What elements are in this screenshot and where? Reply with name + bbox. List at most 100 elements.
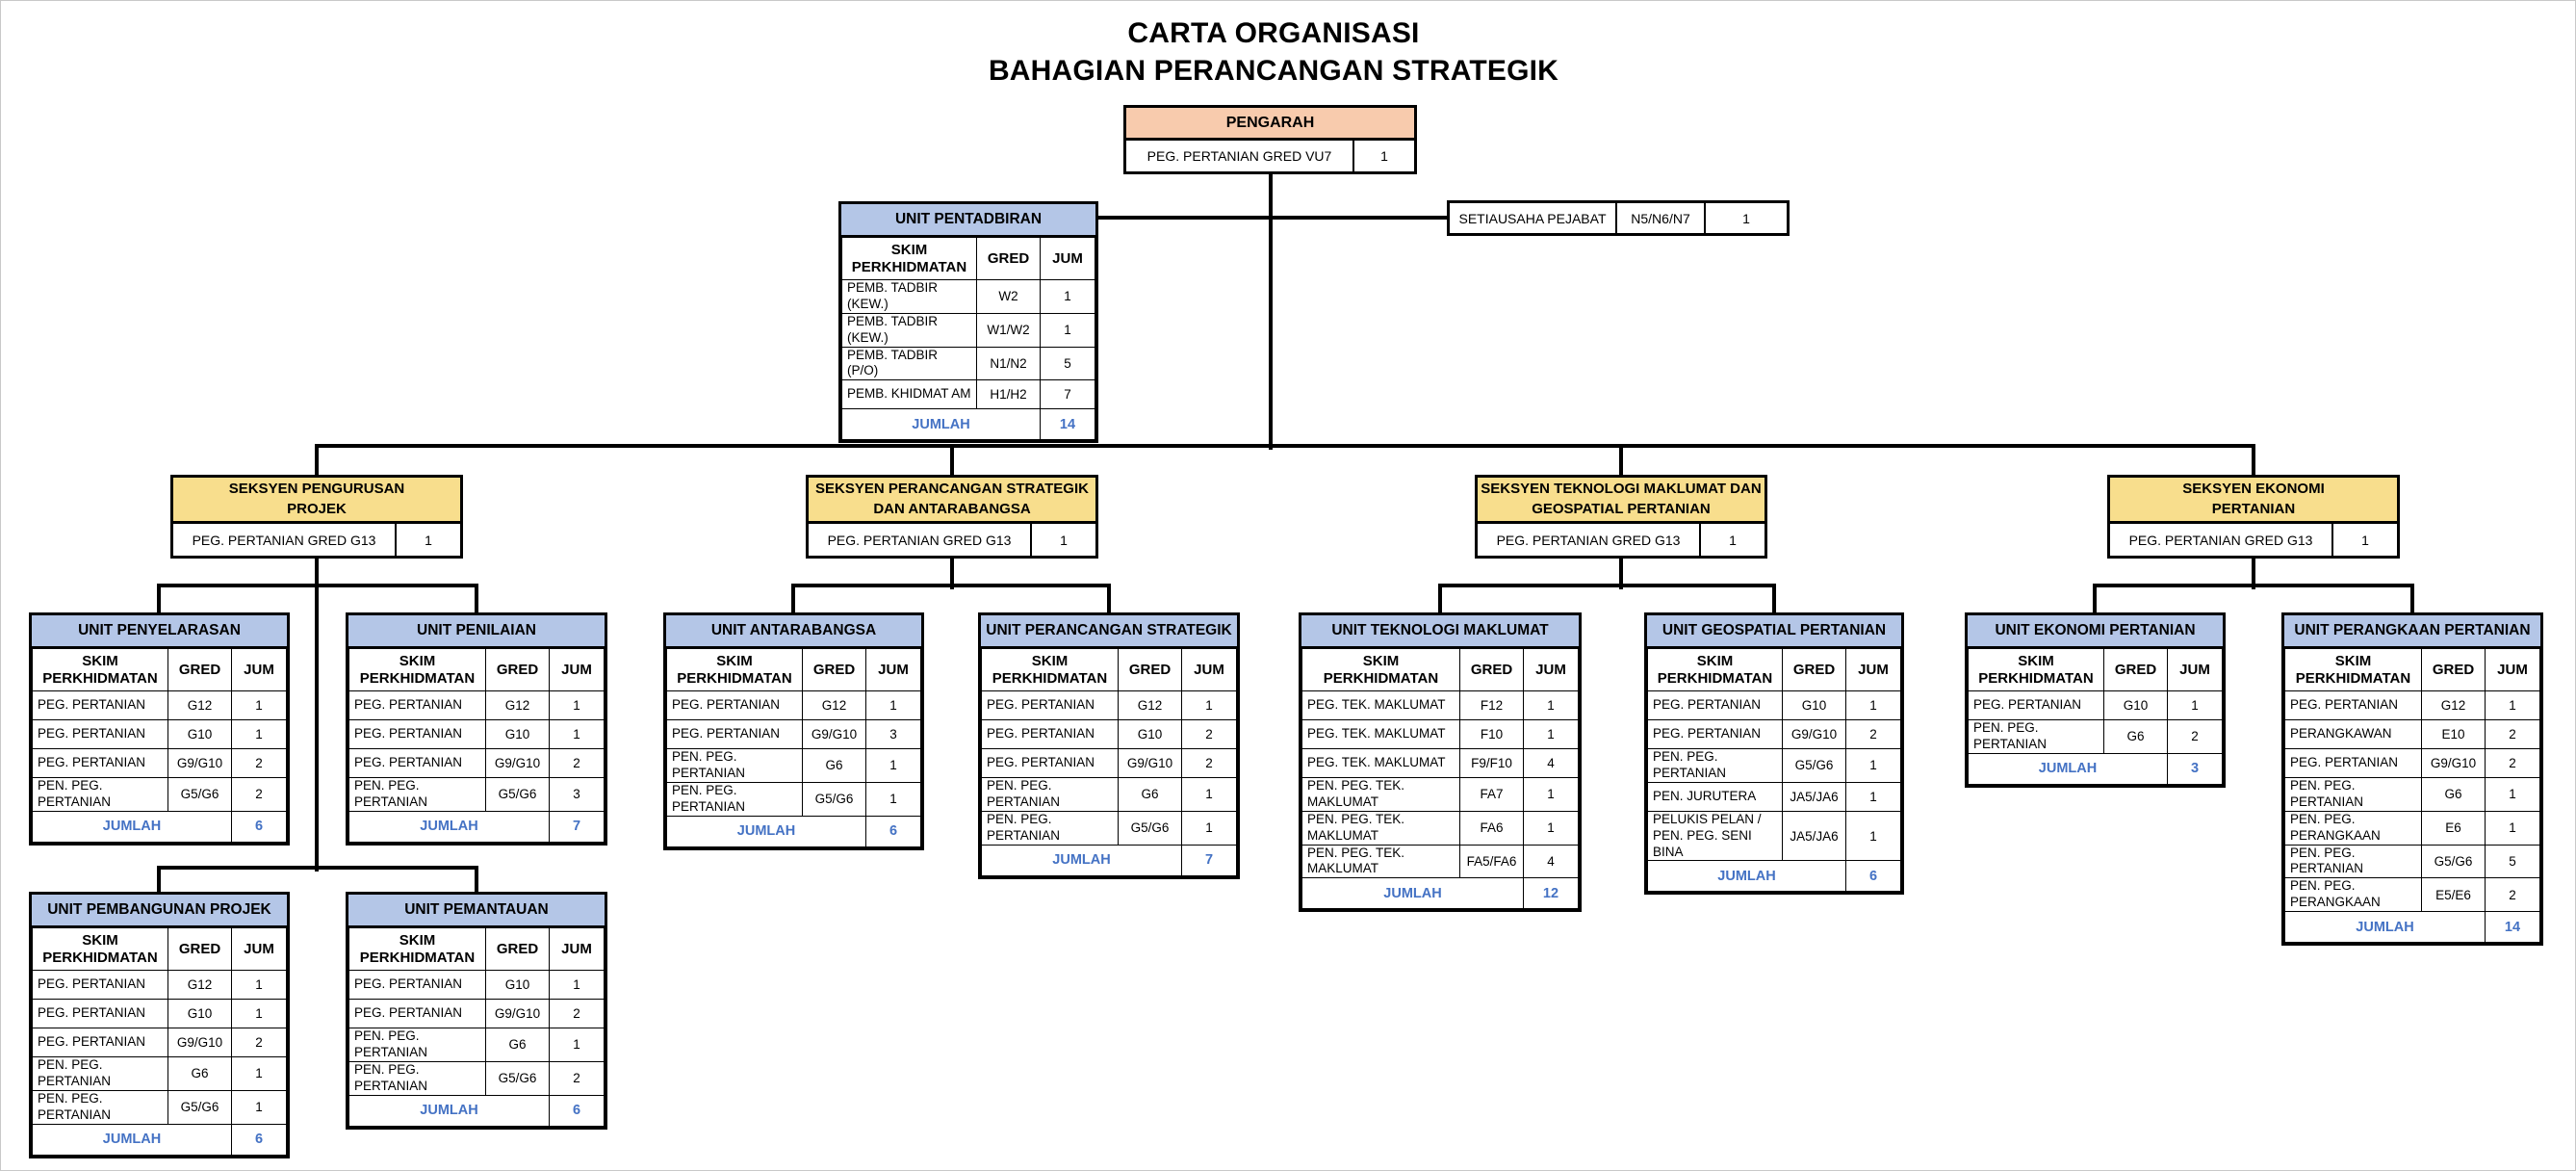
cell-gred: G9/G10 [485, 748, 550, 778]
cell-skim: PEG. PERTANIAN [1647, 690, 1783, 720]
cell-jum: 1 [1181, 810, 1237, 846]
unit-title: UNIT PENYELARASAN [32, 615, 287, 648]
section-box: SEKSYEN TEKNOLOGI MAKLUMAT DAN GEOSPATIA… [1475, 475, 1767, 559]
section-count: 1 [1030, 524, 1095, 556]
cell-skim: PEG. PERTANIAN [348, 970, 486, 1000]
total-value: 7 [1181, 844, 1237, 876]
secretary-post: SETIAUSAHA PEJABAT [1458, 210, 1607, 226]
column-header-gred: GRED [1782, 648, 1846, 691]
cell-skim: PEN. PEG. PERTANIAN [32, 1089, 168, 1125]
column-header-gred: GRED [976, 237, 1041, 280]
cell-gred: G6 [802, 748, 866, 783]
cell-skim: PEMB. TADBIR (KEW.) [841, 279, 977, 314]
cell-jum: 2 [2485, 748, 2540, 778]
cell-skim: PEG. TEK. MAKLUMAT [1301, 690, 1460, 720]
column-header-gred: GRED [1459, 648, 1524, 691]
unit-title: UNIT EKONOMI PERTANIAN [1968, 615, 2223, 648]
total-value: 6 [549, 1094, 605, 1127]
cell-jum: 1 [549, 719, 605, 749]
cell-gred: W1/W2 [976, 312, 1041, 348]
column-header-skim: SKIM PERKHIDMATAN [2284, 648, 2422, 691]
cell-gred: G9/G10 [1118, 748, 1182, 778]
column-header-gred: GRED [485, 648, 550, 691]
cell-jum: 1 [231, 1056, 287, 1091]
director-count: 1 [1352, 141, 1414, 171]
cell-gred: G9/G10 [167, 748, 232, 778]
cell-skim: PEN. PEG. PERTANIAN [1647, 748, 1783, 783]
total-label: JUMLAH [981, 844, 1182, 876]
column-header-jum: JUM [549, 927, 605, 971]
column-header-gred: GRED [2103, 648, 2168, 691]
cell-gred: G5/G6 [485, 1060, 550, 1096]
unit-title: UNIT PERANCANGAN STRATEGIK [981, 615, 1237, 648]
section-title: SEKSYEN EKONOMI PERTANIAN [2110, 478, 2397, 524]
column-header-gred: GRED [1118, 648, 1182, 691]
cell-gred: G12 [802, 690, 866, 720]
cell-jum: 1 [1523, 810, 1579, 846]
cell-gred: JA5/JA6 [1782, 781, 1846, 812]
cell-jum: 1 [1181, 690, 1237, 720]
cell-jum: 7 [1040, 379, 1095, 410]
cell-jum: 2 [231, 748, 287, 778]
cell-jum: 2 [1845, 719, 1901, 749]
director-post: PEG. PERTANIAN GRED VU7 [1146, 148, 1332, 164]
column-header-skim: SKIM PERKHIDMATAN [1968, 648, 2104, 691]
cell-jum: 2 [549, 748, 605, 778]
total-value: 6 [1845, 860, 1901, 893]
unit-title: UNIT TEKNOLOGI MAKLUMAT [1301, 615, 1579, 648]
cell-jum: 1 [1845, 810, 1901, 862]
cell-skim: PEN. PEG. PERTANIAN [981, 810, 1119, 846]
cell-jum: 4 [1523, 844, 1579, 879]
cell-gred: G9/G10 [167, 1028, 232, 1057]
column-header-jum: JUM [1040, 237, 1095, 280]
column-header-jum: JUM [1181, 648, 1237, 691]
cell-gred: G5/G6 [485, 777, 550, 812]
cell-skim: PEMB. KHIDMAT AM [841, 379, 977, 410]
unit-title: UNIT PENTADBIRAN [841, 204, 1095, 237]
cell-jum: 1 [1523, 690, 1579, 720]
director-box: PENGARAH PEG. PERTANIAN GRED VU7 1 [1123, 105, 1417, 174]
cell-gred: G5/G6 [1782, 748, 1846, 783]
cell-skim: PEG. PERTANIAN [1647, 719, 1783, 749]
cell-skim: PEN. JURUTERA [1647, 781, 1783, 812]
cell-jum: 1 [1845, 781, 1901, 812]
